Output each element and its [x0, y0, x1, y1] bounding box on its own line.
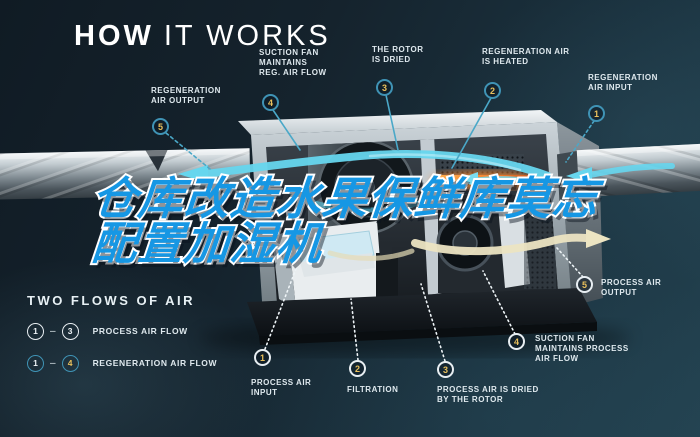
legend-circle-regeneration-from: 1 [27, 354, 44, 372]
legend-separator: – [50, 325, 56, 337]
badge-process-air-input: 1 [254, 349, 271, 366]
legend: TWO FLOWS OF AIR 1 – 3 PROCESS AIR FLOW … [27, 293, 217, 372]
label-process-air-output: PROCESS AIR OUTPUT [601, 278, 662, 297]
badge-rotor-dried: 3 [376, 79, 393, 96]
callout-connectors [165, 94, 595, 362]
legend-heading: TWO FLOWS OF AIR [27, 293, 196, 308]
divider-panel [420, 135, 442, 295]
page-title: HOW IT WORKS [74, 20, 331, 53]
label-filtration: FILTRATION [347, 385, 399, 394]
badge-process-air-output: 5 [576, 276, 593, 293]
badge-process-air-dried: 3 [437, 361, 454, 378]
badge-filtration: 2 [349, 360, 366, 377]
label-process-air-dried: PROCESS AIR IS DRIED BY THE ROTOR [437, 385, 539, 404]
label-process-air-input: PROCESS AIR INPUT [251, 378, 312, 397]
label-regeneration-air-output: REGENERATION AIR OUTPUT [151, 86, 221, 105]
legend-circle-regeneration-to: 4 [61, 354, 79, 372]
regeneration-flow-arrows [178, 150, 675, 213]
badge-process-suction-fan: 4 [508, 333, 525, 350]
legend-circle-process-to: 3 [61, 322, 79, 340]
badge-regeneration-air-input: 1 [588, 105, 605, 122]
title-light: IT WORKS [163, 20, 331, 52]
badge-regeneration-heated: 2 [484, 82, 501, 99]
label-regeneration-suction-fan: SUCTION FAN MAINTAINS REG. AIR FLOW [259, 48, 327, 77]
legend-label-process: PROCESS AIR FLOW [92, 326, 188, 336]
legend-row-regeneration: 1 – 4 REGENERATION AIR FLOW [27, 354, 217, 372]
left-duct [0, 148, 251, 200]
label-process-suction-fan: SUCTION FAN MAINTAINS PROCESS AIR FLOW [535, 334, 629, 363]
badge-regeneration-air-output: 5 [152, 118, 169, 135]
legend-separator: – [50, 357, 56, 369]
label-regeneration-air-input: REGENERATION AIR INPUT [588, 73, 658, 92]
label-rotor-dried: THE ROTOR IS DRIED [372, 45, 424, 64]
legend-label-regeneration: REGENERATION AIR FLOW [92, 358, 218, 368]
overlay-text-line1: 仓库改造水果保鲜库莫忘 [88, 170, 603, 227]
process-flow-arrows [327, 229, 611, 261]
legend-circle-process-from: 1 [27, 322, 44, 340]
legend-row-process: 1 – 3 PROCESS AIR FLOW [27, 322, 217, 340]
label-regeneration-heated: REGENERATION AIR IS HEATED [482, 47, 570, 66]
title-bold: HOW [74, 20, 154, 52]
badge-regeneration-suction-fan: 4 [262, 94, 279, 111]
overlay-text-line2: 配置加湿机 [88, 215, 327, 272]
right-duct [556, 143, 700, 208]
